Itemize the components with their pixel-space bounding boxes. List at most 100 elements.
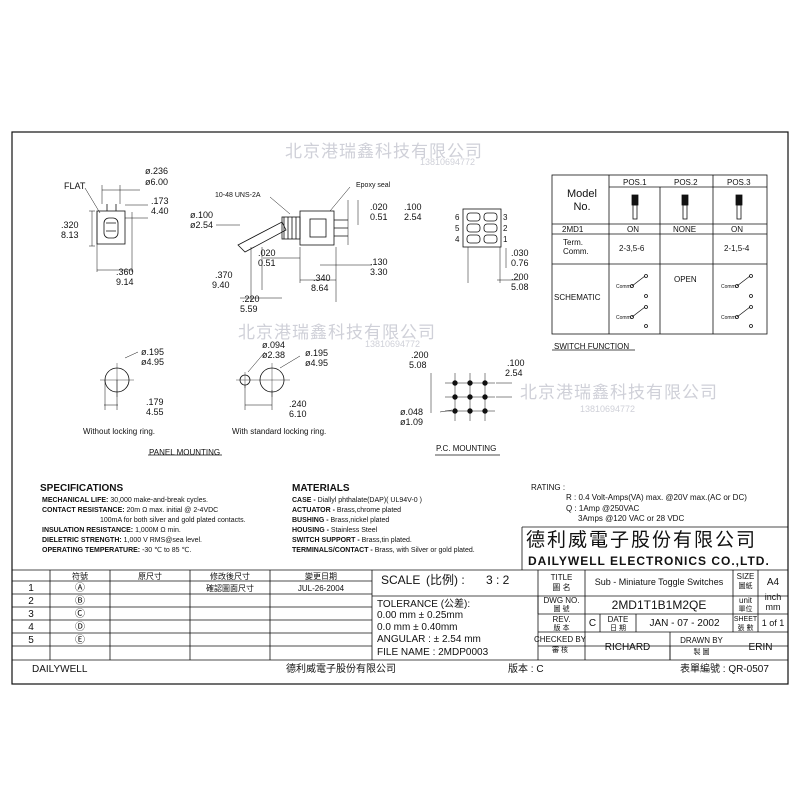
dim-340: .340 — [313, 273, 331, 283]
footer-form-number: 表單編號 : QR-0507 — [680, 664, 769, 675]
panel-a-dia-in: ø.195 — [141, 347, 165, 357]
dim-thread: 10-48 UNS-2A — [215, 192, 261, 199]
unit-label-cn: 單位 — [738, 606, 753, 613]
sheet-label-en: SHEET — [733, 616, 758, 623]
sch1-comm-a: Comm. — [616, 284, 633, 290]
pc-508: 5.08 — [409, 360, 427, 370]
company-en: DAILYWELL ELECTRONICS CO.,LTD. — [528, 554, 770, 568]
checked-label-cn: 審 核 — [552, 647, 568, 654]
tolerance-2: 0.0 mm ± 0.40mm — [377, 622, 458, 633]
revision-row-symbol: Ⓒ — [75, 609, 85, 620]
materials-row: TERMINALS/CONTACT - Brass, with Silver o… — [292, 546, 475, 556]
dim-epoxy: Epoxy seal — [356, 182, 391, 189]
footer-left: DAILYWELL — [32, 664, 88, 675]
materials-key: ACTUATOR - — [292, 507, 335, 514]
dim-dia254: ø2.54 — [190, 220, 214, 230]
checked-label-en: CHECKED BY — [533, 635, 586, 644]
model-no-label: Model No. — [567, 188, 597, 213]
schematic-label: SCHEMATIC — [554, 293, 601, 302]
dim-dia-in: ø.236 — [145, 166, 169, 176]
materials-value: Brass,nickel plated — [328, 517, 390, 524]
term-comm-label: Term. Comm. — [563, 238, 589, 256]
specs-title: SPECIFICATIONS — [40, 483, 124, 494]
panel-mounting-drawing — [100, 351, 301, 456]
specs-key: OPERATING TEMPERATURE: — [42, 547, 141, 554]
switch-function-table-grid — [551, 174, 768, 351]
revision-row-modified: 確認圖面尺寸 — [206, 584, 254, 593]
dim-dia-mm: ø6.00 — [145, 177, 169, 187]
sch3-comm-b: Comm. — [721, 315, 738, 321]
materials-list: CASE - Diallyl phthalate(DAP)( UL94V-0 )… — [292, 496, 475, 556]
pin-layout-drawing — [462, 208, 520, 283]
sheet-label-cn: 張 數 — [737, 625, 754, 632]
dim-254: 2.54 — [404, 212, 422, 222]
drawn-label-en: DRAWN BY — [680, 636, 723, 645]
rev-header-date: 變更日期 — [305, 572, 337, 581]
title-label-cn: 圖 名 — [552, 583, 571, 592]
dwg-value: 2MD1T1B1M2QE — [611, 598, 707, 612]
rev-header-symbol: 符號 — [72, 572, 88, 581]
dim-130: .130 — [370, 257, 388, 267]
materials-title: MATERIALS — [292, 483, 350, 494]
pin-5: 5 — [455, 224, 460, 233]
dim-320: .320 — [61, 220, 79, 230]
revision-row-symbol: Ⓐ — [75, 583, 85, 594]
revision-row-number: 5 — [28, 635, 34, 646]
specs-key: DIELETRIC STRENGTH: — [42, 537, 122, 544]
panel-a-455: 4.55 — [146, 407, 164, 417]
panel-b-240: .240 — [289, 399, 307, 409]
dim-914: 9.14 — [116, 277, 134, 287]
dim-076: 0.76 — [511, 258, 529, 268]
revision-row-symbol: Ⓑ — [75, 596, 85, 607]
specs-row: DIELETRIC STRENGTH: 1,000 V RMS@sea leve… — [42, 536, 246, 546]
materials-row: CASE - Diallyl phthalate(DAP)( UL94V-0 ) — [292, 496, 475, 506]
materials-value: Diallyl phthalate(DAP)( UL94V-0 ) — [315, 497, 422, 504]
specs-row: 100mA for both silver and gold plated co… — [42, 516, 246, 526]
materials-row: SWITCH SUPPORT - Brass,tin plated. — [292, 536, 475, 546]
title-block-grid — [12, 526, 788, 661]
title-label-en: TITLE — [550, 573, 573, 582]
sch3-comm-a: Comm. — [721, 284, 738, 290]
dim-864: 8.64 — [311, 283, 329, 293]
dim-200: .200 — [511, 272, 529, 282]
panel-a-179: .179 — [146, 397, 164, 407]
pc-254: 2.54 — [505, 368, 523, 378]
checked-value: RICHARD — [604, 642, 651, 653]
pin-4: 4 — [455, 235, 460, 244]
scale-cn: (比例) : — [426, 573, 465, 587]
watermark-mid-phone: 13810694772 — [365, 339, 421, 349]
rev-header-modified: 修改後尺寸 — [210, 572, 250, 581]
scale-label: SCALE — [381, 573, 421, 587]
rev-value: C — [588, 618, 597, 629]
scale-value: 3 : 2 — [486, 573, 510, 587]
specs-value: 1,000 V RMS@sea level. — [121, 537, 202, 544]
dwg-label-cn: 圖 號 — [553, 606, 570, 613]
row-model: 2MD1 — [562, 225, 584, 234]
specs-row: INSULATION RESISTANCE: 1,000M Ω min. — [42, 526, 246, 536]
dim-360: .360 — [116, 267, 134, 277]
revision-row-number: 2 — [28, 596, 34, 607]
size-label-en: SIZE — [736, 572, 755, 581]
rating-line-3: 3Amps @120 VAC or 28 VDC — [578, 514, 685, 523]
materials-key: TERMINALS/CONTACT - — [292, 547, 373, 554]
specs-row: OPERATING TEMPERATURE: -30 ℃ to 85 ℃. — [42, 546, 246, 556]
watermark-right-phone: 13810694772 — [580, 404, 636, 414]
specs-row: CONTACT RESISTANCE: 20m Ω max. initial @… — [42, 506, 246, 516]
switch-function-title: SWITCH FUNCTION — [554, 342, 630, 351]
pc-mounting-title: P.C. MOUNTING — [436, 444, 497, 453]
term-pos1: 2-3,5-6 — [619, 244, 645, 253]
dim-100: .100 — [404, 202, 422, 212]
tolerance-label: TOLERANCE (公差): — [377, 599, 471, 610]
materials-row: BUSHING - Brass,nickel plated — [292, 516, 475, 526]
size-label-cn: 圖紙 — [738, 583, 753, 590]
revision-row-number: 1 — [28, 583, 34, 594]
rev-header-original: 原尺寸 — [138, 572, 162, 581]
revision-row-number: 3 — [28, 609, 34, 620]
specs-key: CONTACT RESISTANCE: — [42, 507, 125, 514]
pc-dia048: ø.048 — [400, 407, 424, 417]
company-cn: 德利威電子股份有限公司 — [526, 530, 758, 551]
file-name: FILE NAME : 2MDP0003 — [377, 647, 489, 658]
dwg-label-en: DWG NO. — [543, 596, 580, 605]
footer-company: 德利威電子股份有限公司 — [286, 664, 396, 675]
